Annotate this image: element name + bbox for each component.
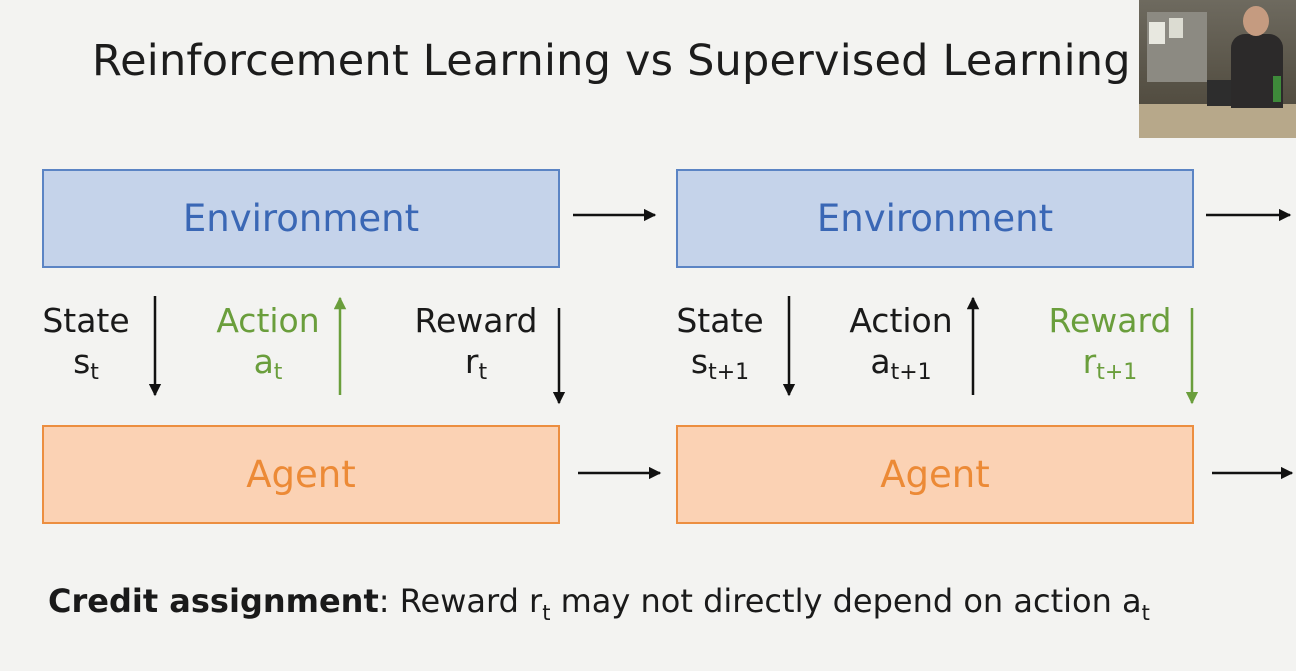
video-bottle bbox=[1273, 76, 1281, 102]
reward-subscript: t+1 bbox=[1096, 360, 1138, 386]
state-symbol: s bbox=[690, 342, 709, 382]
state-word: State bbox=[676, 301, 764, 340]
action-symbol: a bbox=[870, 342, 891, 382]
video-desk bbox=[1139, 104, 1296, 138]
video-paper bbox=[1169, 18, 1183, 38]
reward-label-t: Reward rt bbox=[406, 300, 546, 387]
environment-box-t1: Environment bbox=[676, 169, 1194, 268]
action-word: Action bbox=[216, 301, 320, 340]
state-word: State bbox=[42, 301, 130, 340]
credit-text-1: : Reward r bbox=[378, 582, 543, 620]
action-word: Action bbox=[849, 301, 953, 340]
reward-label-t1: Reward rt+1 bbox=[1040, 300, 1180, 387]
video-speaker-head bbox=[1243, 6, 1269, 36]
slide-title: Reinforcement Learning vs Supervised Lea… bbox=[92, 36, 1131, 86]
state-subscript: t+1 bbox=[708, 360, 750, 386]
reward-symbol: r bbox=[1082, 342, 1097, 382]
action-label-t: Action at bbox=[210, 300, 326, 387]
credit-sub-1: t bbox=[542, 601, 551, 625]
action-subscript: t+1 bbox=[890, 360, 932, 386]
agent-box-t: Agent bbox=[42, 425, 560, 524]
credit-text-2: may not directly depend on action a bbox=[550, 582, 1142, 620]
reward-word: Reward bbox=[1048, 301, 1172, 340]
credit-assignment-note: Credit assignment: Reward rt may not dir… bbox=[48, 582, 1150, 625]
reward-subscript: t bbox=[478, 360, 488, 386]
action-label-t1: Action at+1 bbox=[842, 300, 960, 387]
state-symbol: s bbox=[73, 342, 91, 382]
agent-box-t1: Agent bbox=[676, 425, 1194, 524]
reward-word: Reward bbox=[414, 301, 538, 340]
credit-term: Credit assignment bbox=[48, 582, 379, 620]
state-label-t: State st bbox=[38, 300, 134, 387]
action-symbol: a bbox=[253, 342, 274, 382]
video-paper bbox=[1149, 22, 1165, 44]
action-subscript: t bbox=[273, 360, 283, 386]
speaker-video-thumbnail bbox=[1139, 0, 1296, 138]
credit-sub-2: t bbox=[1141, 601, 1150, 625]
reward-symbol: r bbox=[464, 342, 479, 382]
state-label-t1: State st+1 bbox=[670, 300, 770, 387]
environment-box-t: Environment bbox=[42, 169, 560, 268]
state-subscript: t bbox=[90, 360, 99, 386]
